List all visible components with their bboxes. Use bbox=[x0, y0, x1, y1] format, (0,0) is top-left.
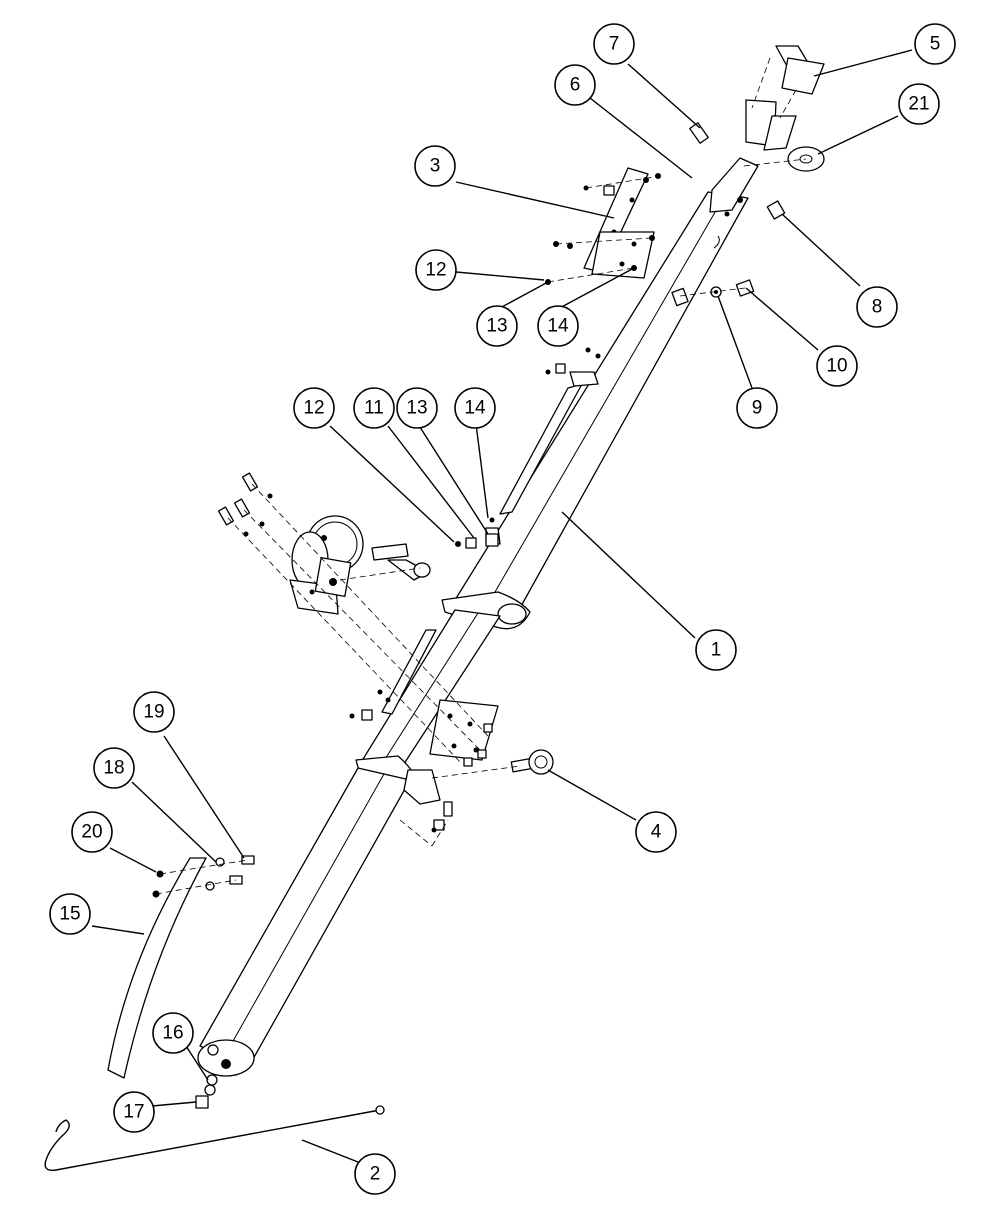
callout-20: 20 bbox=[71, 811, 113, 853]
callout-5: 5 bbox=[914, 23, 956, 65]
svg-text:14: 14 bbox=[547, 316, 569, 337]
callout-12-upper: 12 bbox=[415, 249, 457, 291]
svg-text:17: 17 bbox=[123, 1102, 144, 1123]
callout-9: 9 bbox=[736, 387, 778, 429]
leader-lines bbox=[91, 49, 913, 1163]
callout-13-lower: 13 bbox=[396, 387, 438, 429]
svg-text:5: 5 bbox=[930, 34, 941, 55]
callout-14-lower: 14 bbox=[454, 387, 496, 429]
svg-text:9: 9 bbox=[752, 398, 763, 419]
svg-text:12: 12 bbox=[425, 260, 446, 281]
callout-19: 19 bbox=[133, 691, 175, 733]
callout-2: 2 bbox=[354, 1153, 396, 1195]
svg-text:16: 16 bbox=[162, 1023, 183, 1044]
svg-text:1: 1 bbox=[711, 640, 722, 661]
svg-text:14: 14 bbox=[464, 398, 486, 419]
callout-4: 4 bbox=[635, 811, 677, 853]
callout-18: 18 bbox=[93, 747, 135, 789]
callout-15: 15 bbox=[49, 893, 91, 935]
svg-text:4: 4 bbox=[651, 822, 662, 843]
mast-tube bbox=[197, 157, 759, 1077]
callout-14-upper: 14 bbox=[537, 305, 579, 347]
base-hardware bbox=[195, 1074, 218, 1109]
lower-fasteners bbox=[349, 689, 453, 847]
callout-13-upper: 13 bbox=[476, 305, 518, 347]
callout-17: 17 bbox=[113, 1091, 155, 1133]
svg-text:6: 6 bbox=[570, 75, 581, 96]
callout-16: 16 bbox=[152, 1012, 194, 1054]
svg-text:2: 2 bbox=[370, 1164, 381, 1185]
callout-21: 21 bbox=[898, 83, 940, 125]
side-plate bbox=[583, 167, 655, 279]
pull-rod bbox=[44, 1105, 385, 1171]
callout-1: 1 bbox=[695, 629, 737, 671]
svg-text:20: 20 bbox=[81, 822, 102, 843]
svg-text:7: 7 bbox=[609, 34, 620, 55]
callout-7: 7 bbox=[593, 23, 635, 65]
svg-text:13: 13 bbox=[486, 316, 507, 337]
svg-text:10: 10 bbox=[826, 356, 847, 377]
winch-assembly bbox=[217, 472, 499, 767]
svg-text:21: 21 bbox=[908, 94, 929, 115]
callout-6: 6 bbox=[554, 64, 596, 106]
svg-text:13: 13 bbox=[406, 398, 427, 419]
callout-8: 8 bbox=[856, 286, 898, 328]
svg-text:8: 8 bbox=[872, 297, 883, 318]
callout-3: 3 bbox=[414, 145, 456, 187]
callout-11: 11 bbox=[353, 387, 395, 429]
svg-text:3: 3 bbox=[430, 156, 441, 177]
curved-arm bbox=[107, 855, 255, 1079]
svg-text:15: 15 bbox=[59, 904, 80, 925]
locking-knob bbox=[431, 749, 554, 779]
callout-12-lower: 12 bbox=[293, 387, 335, 429]
svg-text:11: 11 bbox=[364, 398, 384, 419]
svg-text:19: 19 bbox=[143, 702, 164, 723]
svg-text:12: 12 bbox=[303, 398, 324, 419]
svg-text:18: 18 bbox=[103, 758, 124, 779]
top-rollers bbox=[743, 45, 825, 172]
callout-10: 10 bbox=[816, 345, 858, 387]
